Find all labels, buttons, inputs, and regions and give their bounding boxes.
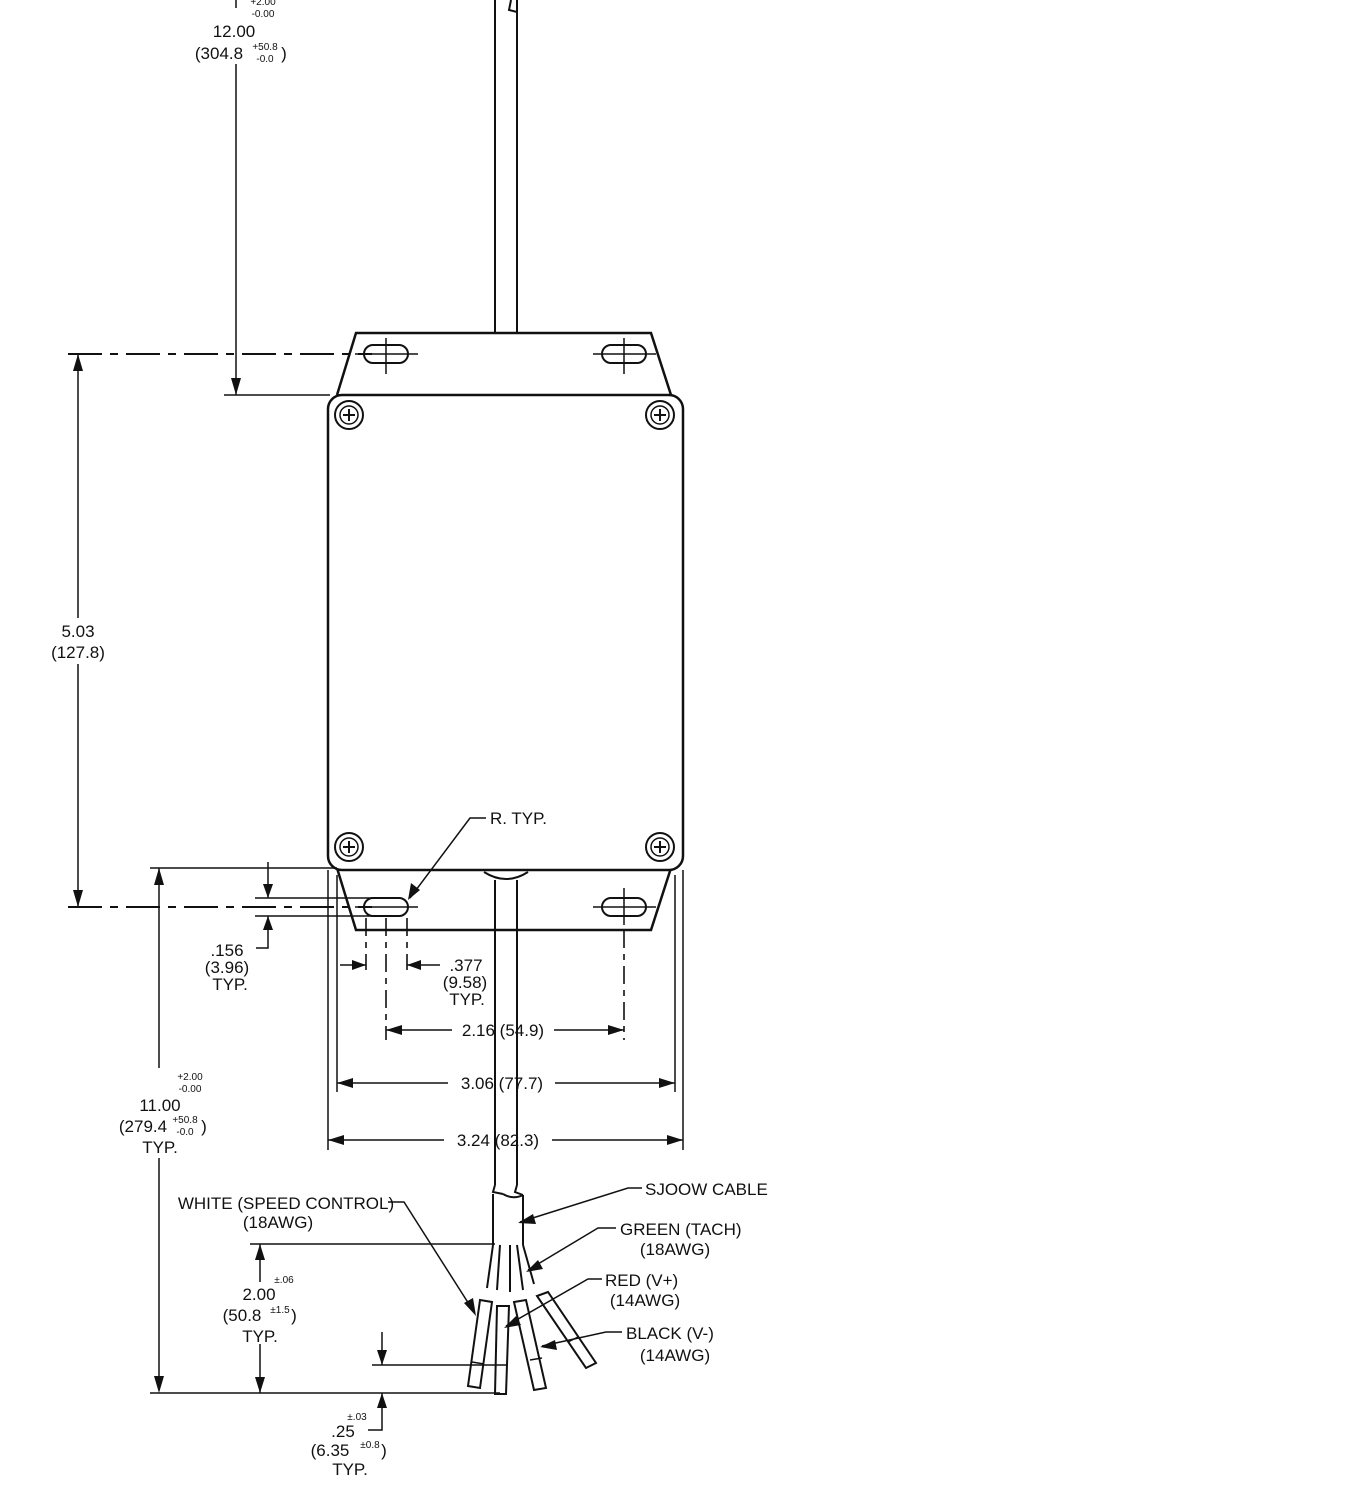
strip-length-metric-close: ) — [291, 1306, 297, 1325]
lead-length-value: 11.00 — [139, 1096, 180, 1115]
cable-length-metric-close: ) — [281, 44, 287, 63]
lead-length-note: TYP. — [142, 1138, 178, 1157]
cable-length-tol-minus: -0.00 — [252, 9, 275, 20]
slot-offset-value: .156 — [210, 941, 243, 960]
strip-end-note: TYP. — [332, 1460, 368, 1479]
bottom-mounting-flange — [335, 867, 673, 932]
strip-end-metric-close: ) — [381, 1441, 387, 1460]
slot-width-metric: (9.58) — [443, 973, 487, 992]
cable-label: SJOOW CABLE — [645, 1180, 768, 1199]
lead-length-metric-tol-minus: -0.0 — [176, 1127, 194, 1138]
dim-slot-offset: .156 (3.96) TYP. — [205, 862, 380, 994]
slot-offset-note: TYP. — [212, 975, 248, 994]
white-label: WHITE (SPEED CONTROL) — [178, 1194, 394, 1213]
cable-length-metric: (304.8 — [195, 44, 243, 63]
white-gauge: (18AWG) — [243, 1213, 313, 1232]
callout-red: RED (V+) (14AWG) — [504, 1271, 680, 1328]
radius-label: R. TYP. — [490, 809, 547, 828]
strip-end-metric: (6.35 — [311, 1441, 350, 1460]
mounting-slot-top-right — [593, 338, 656, 374]
lead-length-tol-minus: -0.00 — [179, 1084, 202, 1095]
strip-length-metric-tol: ±1.5 — [270, 1305, 290, 1316]
slot-width-note: TYP. — [449, 990, 485, 1009]
black-label: BLACK (V-) — [626, 1324, 714, 1343]
slot-spacing-text: 2.16 (54.9) — [462, 1021, 544, 1040]
top-mounting-flange — [335, 331, 673, 396]
cable-length-metric-tol-plus: +50.8 — [252, 42, 278, 53]
body-width-text: 3.24 (82.3) — [457, 1131, 539, 1150]
cable-length-value: 12.00 — [213, 22, 256, 41]
cable-bottom — [483, 871, 535, 1292]
dim-cable-length: +2.00 -0.00 12.00 (304.8 +50.8 -0.0 ) — [195, 0, 330, 396]
dim-slot-spacing: 2.16 (54.9) — [385, 918, 625, 1040]
strip-end-tol: ±.03 — [347, 1412, 367, 1423]
mount-spacing-value: 5.03 — [61, 622, 94, 641]
green-label: GREEN (TACH) — [620, 1220, 742, 1239]
strip-length-value: 2.00 — [242, 1285, 275, 1304]
callout-black: BLACK (V-) (14AWG) — [540, 1324, 714, 1365]
callout-white: WHITE (SPEED CONTROL) (18AWG) — [178, 1194, 476, 1316]
enclosure-body — [326, 393, 685, 872]
callout-green: GREEN (TACH) (18AWG) — [526, 1220, 742, 1272]
strip-end-value: .25 — [331, 1422, 355, 1441]
slot-width-value: .377 — [449, 956, 482, 975]
mounting-slot-bottom-right — [593, 888, 656, 925]
green-gauge: (18AWG) — [640, 1240, 710, 1259]
red-label: RED (V+) — [605, 1271, 678, 1290]
cable-length-metric-tol-minus: -0.0 — [256, 54, 274, 65]
lead-length-tol-plus: +2.00 — [177, 1072, 203, 1083]
lead-length-metric-close: ) — [201, 1117, 207, 1136]
callout-cable: SJOOW CABLE — [518, 1180, 768, 1224]
strip-length-note: TYP. — [242, 1327, 278, 1346]
dim-strip-length: ±.06 2.00 (50.8 ±1.5 ) TYP. — [223, 1243, 495, 1393]
lead-length-metric: (279.4 — [119, 1117, 167, 1136]
dim-flange-width: 3.06 (77.7) — [336, 875, 676, 1093]
mount-spacing-metric: (127.8) — [51, 643, 105, 662]
lead-wires — [466, 1290, 598, 1395]
callout-radius: R. TYP. — [408, 809, 547, 900]
dim-lead-length: +2.00 -0.00 11.00 (279.4 +50.8 -0.0 ) TY… — [105, 867, 500, 1394]
strip-end-metric-tol: ±0.8 — [360, 1440, 380, 1451]
red-gauge: (14AWG) — [610, 1291, 680, 1310]
lead-length-metric-tol-plus: +50.8 — [172, 1115, 198, 1126]
cable-length-tol-plus: +2.00 — [250, 0, 276, 8]
black-gauge: (14AWG) — [640, 1346, 710, 1365]
flange-width-text: 3.06 (77.7) — [461, 1074, 543, 1093]
screw-bottom-right-icon — [645, 832, 675, 862]
screw-top-right-icon — [645, 400, 675, 430]
strip-length-tol: ±.06 — [274, 1275, 294, 1286]
slot-offset-metric: (3.96) — [205, 958, 249, 977]
strip-length-metric: (50.8 — [223, 1306, 262, 1325]
dim-slot-width: .377 (9.58) TYP. — [340, 918, 487, 1009]
dim-body-width: 3.24 (82.3) — [327, 870, 684, 1150]
dim-mount-spacing: 5.03 (127.8) — [51, 353, 372, 908]
screw-bottom-left-icon — [334, 832, 364, 862]
screw-top-left-icon — [334, 400, 364, 430]
dim-strip-end: ±.03 .25 (6.35 ±0.8 ) TYP. — [311, 1332, 495, 1479]
